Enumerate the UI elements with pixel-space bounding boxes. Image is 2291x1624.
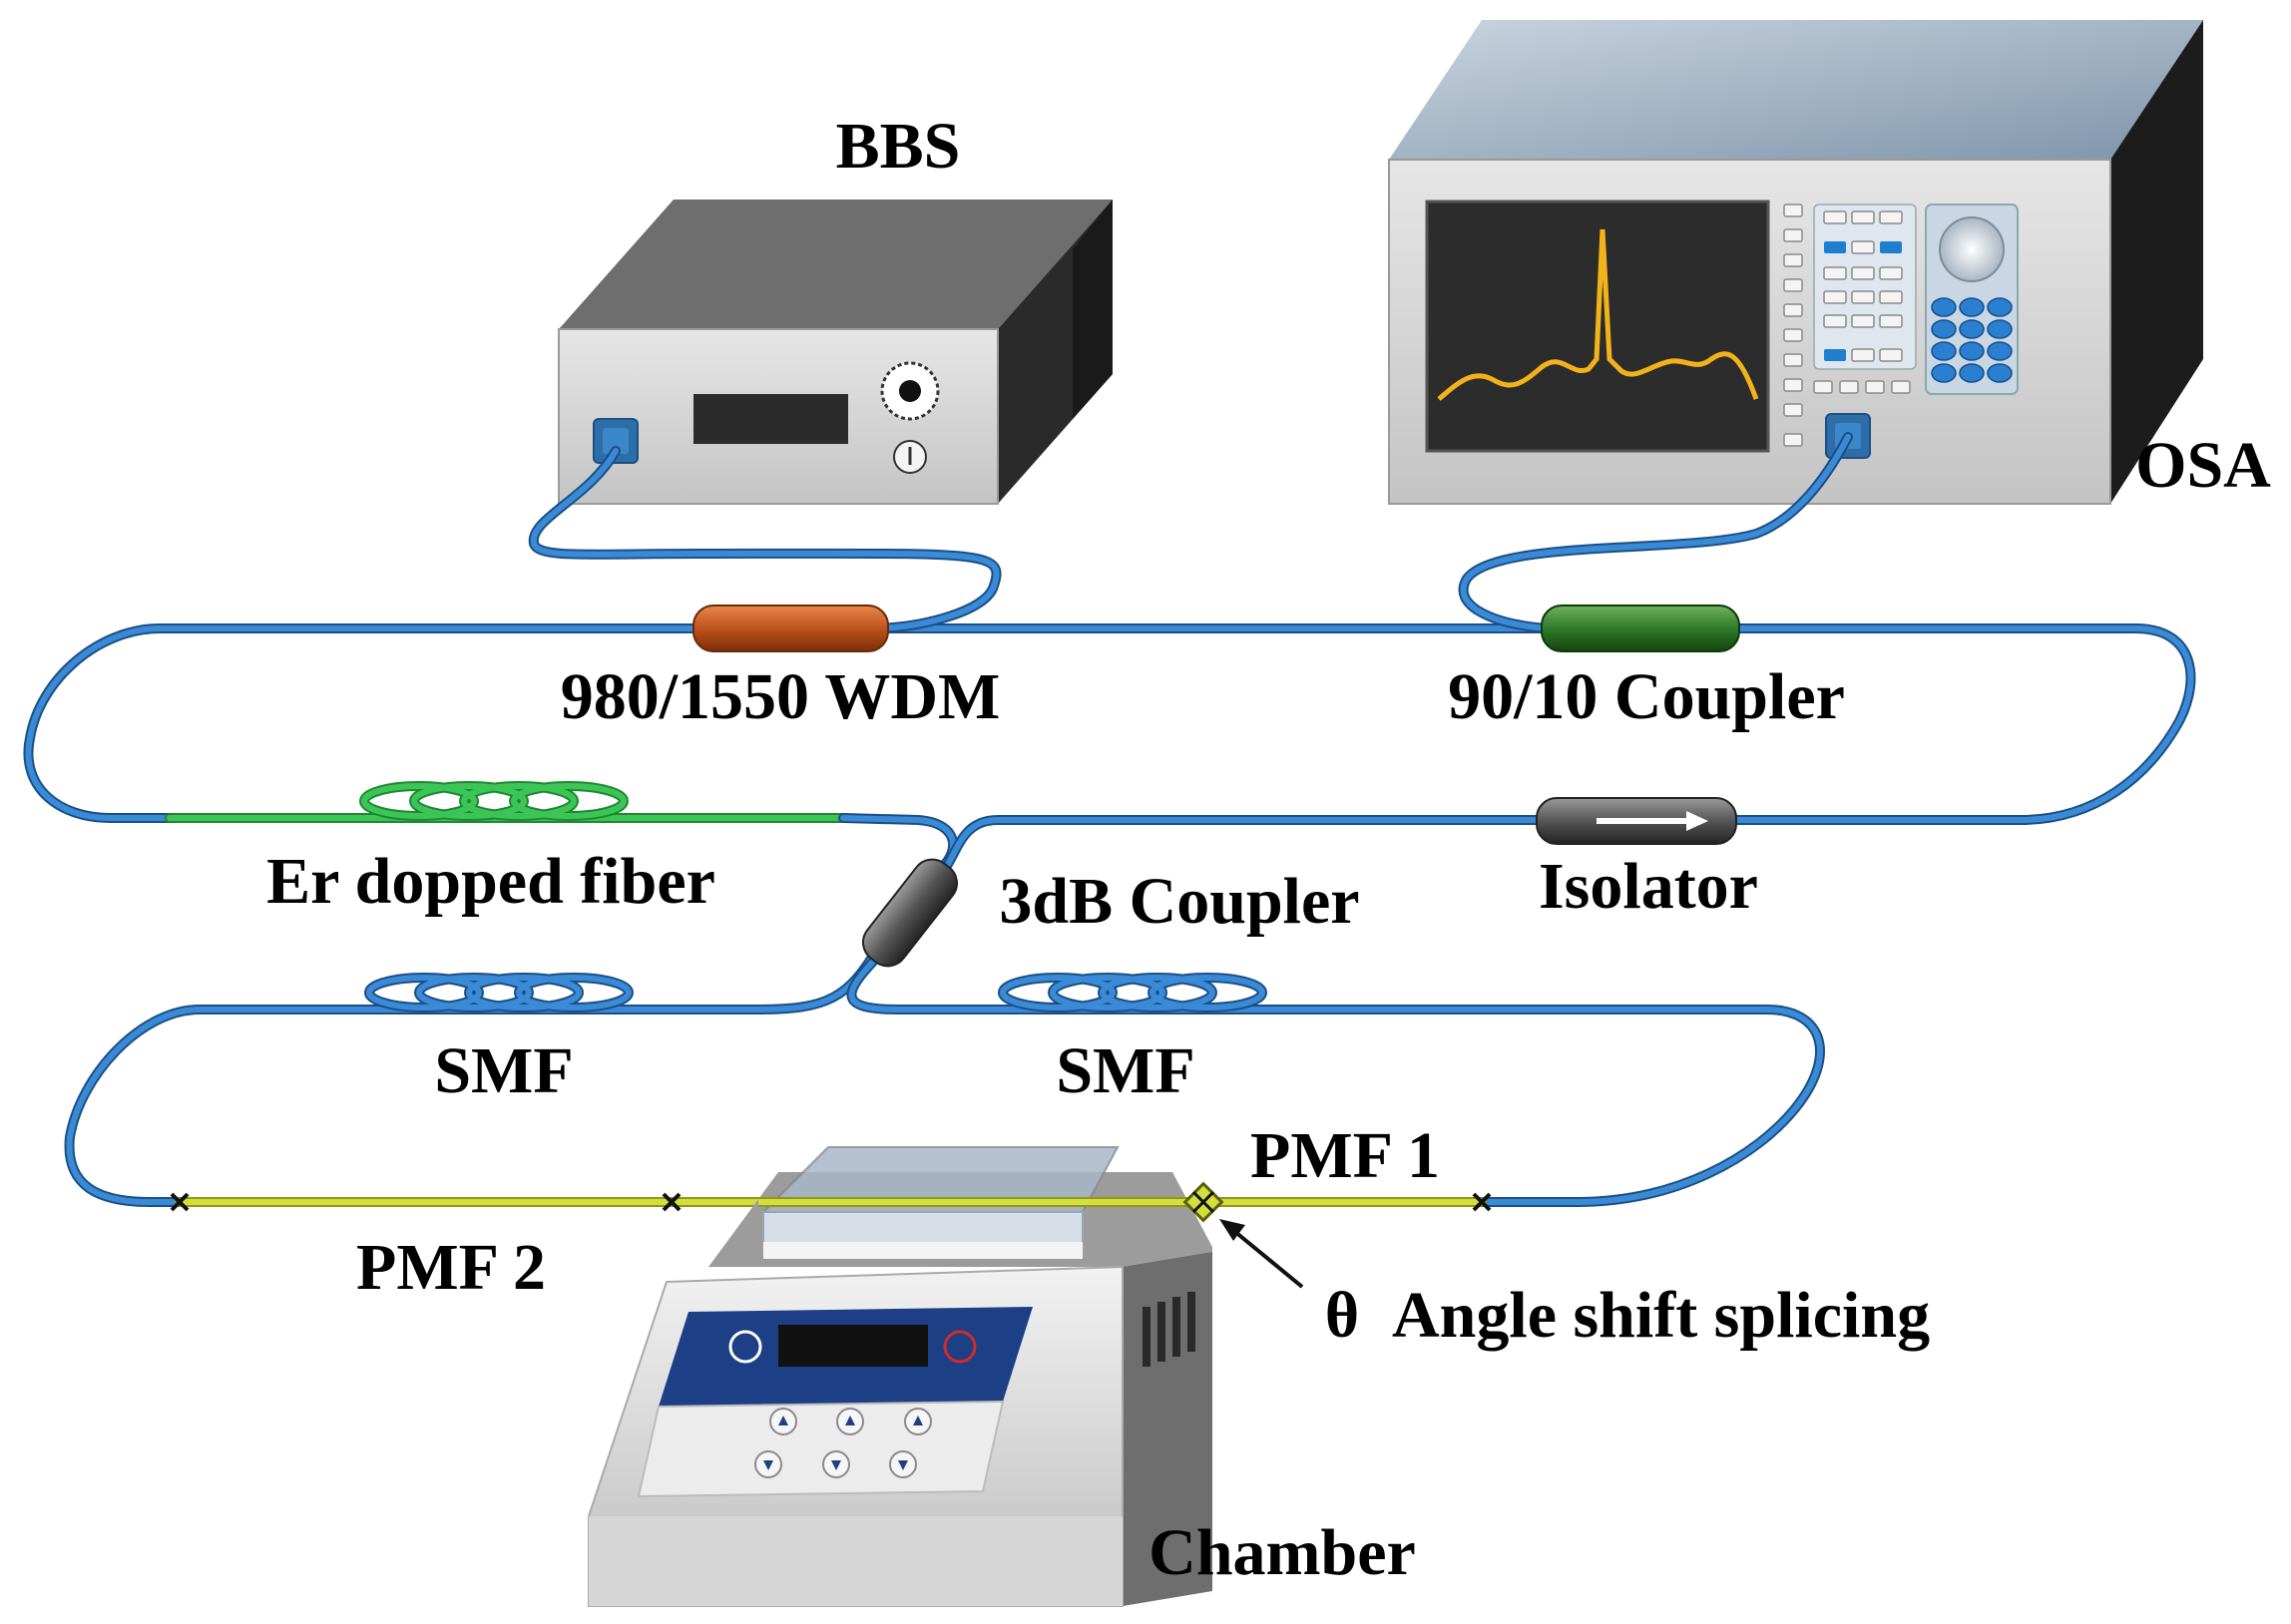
wdm-component	[692, 605, 889, 652]
label-pmf2: PMF 2	[356, 1231, 546, 1304]
osa-instrument	[1388, 20, 2203, 505]
label-er-fiber: Er dopped fiber	[266, 845, 715, 918]
bbs-port-icon	[593, 418, 639, 464]
angle-splice-icon	[1182, 1181, 1224, 1223]
bbs-dial-icon	[880, 361, 940, 421]
er-fiber-coil	[359, 781, 629, 821]
bbs-power-icon	[893, 440, 927, 474]
isolator-component	[1536, 797, 1737, 845]
osa-knob-icon	[1939, 216, 2005, 282]
label-wdm: 980/1550 WDM	[561, 660, 1001, 733]
label-osa: OSA	[2135, 429, 2271, 502]
label-theta: θ	[1325, 1279, 1359, 1352]
splice-point-icon	[170, 1192, 1492, 1212]
label-bbs: BBS	[836, 110, 961, 183]
chamber-right-icon	[943, 1330, 977, 1364]
osa-control-panel	[1925, 203, 2019, 395]
osa-side-buttons	[1783, 203, 1803, 447]
label-90-10-coupler: 90/10 Coupler	[1448, 660, 1845, 733]
osa-keypad	[1813, 203, 1917, 370]
coupler-3db-component	[862, 858, 958, 968]
chamber-vent-icon	[1143, 1292, 1195, 1367]
smf-right-coil	[998, 973, 1267, 1013]
label-chamber: Chamber	[1148, 1516, 1416, 1589]
chamber-instrument	[588, 1146, 1212, 1607]
chamber-left-icon	[728, 1330, 762, 1364]
coupler-90-10-component	[1541, 605, 1740, 652]
label-angle-splice: Angle shift splicing	[1392, 1279, 1930, 1352]
label-3db-coupler: 3dB Coupler	[999, 865, 1359, 938]
label-smf-right: SMF	[1056, 1034, 1194, 1107]
chamber-display	[778, 1325, 928, 1367]
angle-splice-arrow-icon	[1219, 1219, 1304, 1289]
osa-bottom-buttons	[1813, 380, 1911, 394]
label-smf-left: SMF	[434, 1034, 573, 1107]
label-isolator: Isolator	[1539, 850, 1758, 923]
osa-spectrum-trace	[1437, 228, 1759, 401]
smf-left-coil	[364, 973, 634, 1013]
bbs-display	[693, 394, 848, 444]
label-pmf1: PMF 1	[1250, 1119, 1440, 1192]
isolator-arrow-icon	[1597, 811, 1708, 831]
bbs-instrument	[558, 200, 1113, 505]
